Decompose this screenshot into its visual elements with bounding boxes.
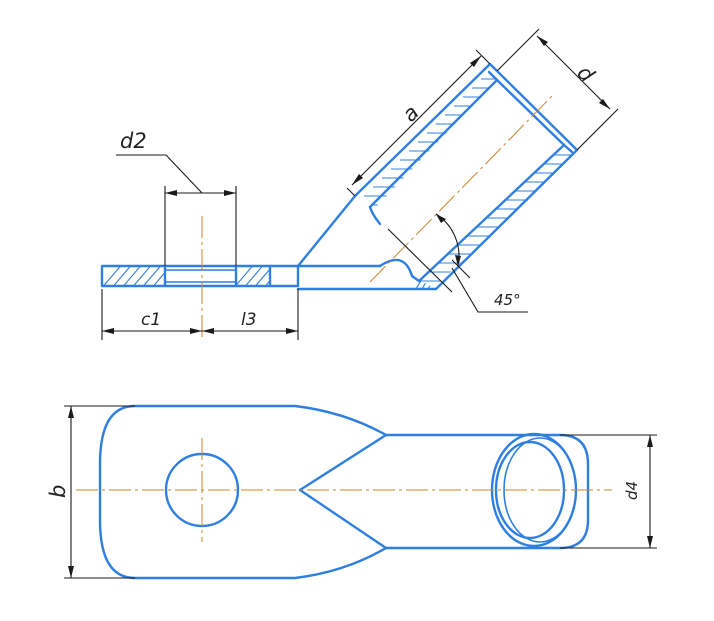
dim-label-a: a <box>398 100 424 126</box>
plan-view: b d4 <box>46 404 657 580</box>
dim-label-c1: c1 <box>141 310 161 330</box>
dim-label-d4: d4 <box>623 481 641 500</box>
barrel-centerline <box>369 95 553 283</box>
dim-label-l3: l3 <box>241 310 257 330</box>
dimension-angle-45: 45° <box>387 213 528 313</box>
dim-label-d: d <box>572 61 599 88</box>
tube-wall-hatch-lower <box>419 145 577 282</box>
lug-plan-outline <box>98 404 590 580</box>
flange-outline <box>100 264 300 288</box>
dimension-c1-l3: c1 l3 <box>101 289 299 340</box>
dimension-d4: d4 <box>560 434 657 549</box>
barrel-outline <box>296 62 579 291</box>
dimension-d2: d2 <box>116 129 237 266</box>
dim-label-d2: d2 <box>120 129 147 153</box>
dimension-b: b <box>46 405 135 579</box>
tube-wall-hatch-upper <box>363 70 497 206</box>
dim-label-angle: 45° <box>494 291 521 309</box>
dimension-a: a <box>346 49 491 197</box>
side-view: d2 c1 l3 a <box>100 28 619 340</box>
dim-label-b: b <box>46 485 70 498</box>
